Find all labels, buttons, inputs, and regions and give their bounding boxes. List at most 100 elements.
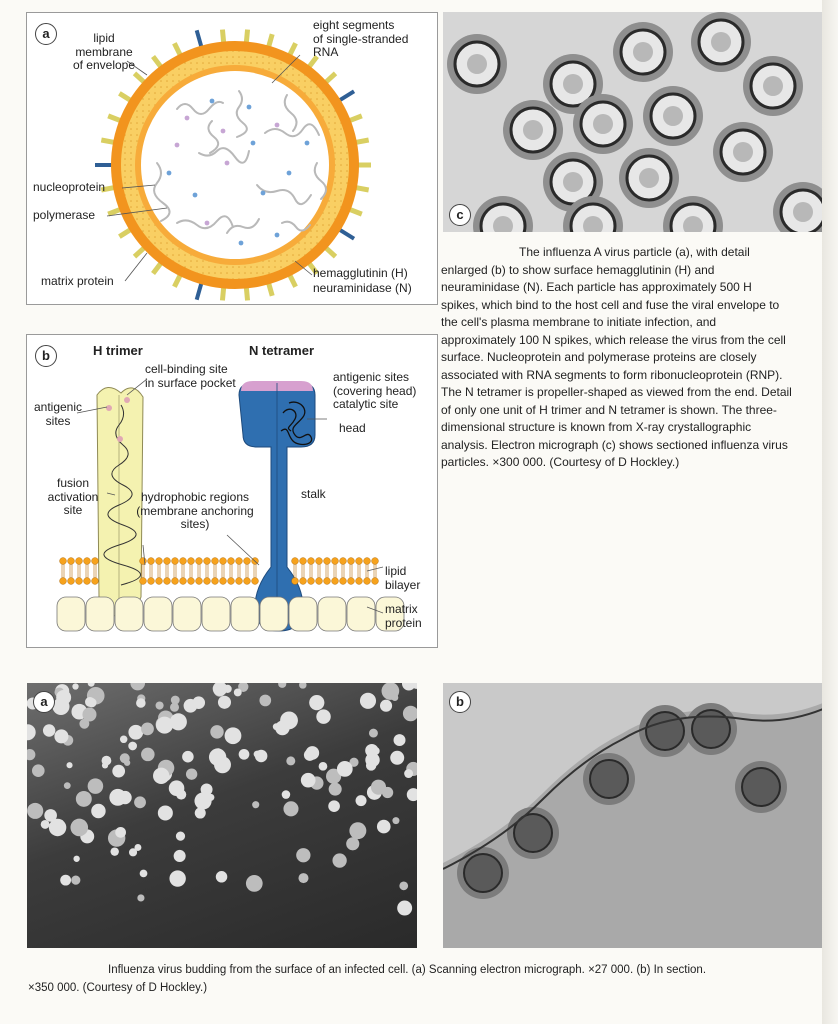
panel-c-badge: c <box>449 204 471 226</box>
lipid-head <box>339 557 347 565</box>
label-hydrophobic-regions: hydrophobic regions (membrane anchoring … <box>136 490 254 531</box>
lipid-head <box>67 557 75 565</box>
hemagglutinin-spike <box>151 54 164 70</box>
virion-core <box>645 711 685 751</box>
hemagglutinin-spike <box>354 184 370 193</box>
lipid-head <box>243 577 251 585</box>
caption-top-line: the cell's plasma membrane to initiate i… <box>441 315 717 329</box>
lipid-head <box>163 577 171 585</box>
caption-bottom-line: ×350 000. (Courtesy of D Hockley.) <box>28 981 208 994</box>
budding-virion <box>87 778 104 794</box>
neuraminidase-spike <box>337 89 356 103</box>
neuraminidase-spike <box>194 29 204 49</box>
caption-top-line: associated with RNA segments to form rib… <box>441 367 783 382</box>
caption-top-line: The influenza A virus particle (a), with… <box>519 245 750 259</box>
budding-virion <box>328 800 340 812</box>
label-head: head <box>339 421 366 435</box>
hemagglutinin-spike <box>323 71 338 85</box>
caption-top-line: The N tetramer is propeller-shaped as vi… <box>441 385 792 399</box>
nucleoprotein-dot <box>174 142 180 148</box>
lipid-head <box>83 557 91 565</box>
budding-virion <box>137 894 145 902</box>
budding-virion <box>134 796 146 809</box>
budding-virion <box>210 725 224 739</box>
budding-virion <box>128 848 138 857</box>
budding-virion <box>128 741 138 751</box>
label-matrix-protein-b: matrix protein <box>385 602 422 630</box>
virus-particle-center <box>733 142 753 162</box>
lipid-head <box>291 577 299 585</box>
label-neuraminidase: neuraminidase (N) <box>313 281 412 295</box>
panel-b-spike-diagram: b H trimer N tetramer cell-binding site … <box>26 334 438 648</box>
lipid-head <box>347 557 355 565</box>
hemagglutinin-spike <box>243 29 251 44</box>
budding-virion <box>40 819 50 829</box>
hemagglutinin-spike <box>151 260 164 276</box>
lipid-head <box>355 577 363 585</box>
budding-virion <box>110 847 119 856</box>
budding-virion <box>368 728 378 738</box>
label-fusion-activation-site: fusion activation site <box>47 476 99 517</box>
budding-virion <box>157 805 173 821</box>
lipid-head <box>83 577 91 585</box>
hemagglutinin-spike <box>107 113 123 124</box>
budding-virion <box>349 757 359 767</box>
label-lipid-bilayer: lipid bilayer <box>385 564 421 592</box>
budding-virion <box>217 695 232 709</box>
lipid-head <box>155 577 163 585</box>
matrix-protein-unit <box>143 596 173 632</box>
label-polymerase: polymerase <box>33 208 96 222</box>
budding-virion <box>82 707 97 722</box>
nucleoprotein-dot <box>220 128 226 134</box>
budding-virion <box>298 873 309 884</box>
budding-virion <box>155 701 164 710</box>
budding-virion <box>404 769 414 778</box>
lipid-head <box>299 557 307 565</box>
hemagglutinin-spike <box>347 206 363 217</box>
budding-virion <box>224 727 242 745</box>
virus-particle-center <box>563 172 583 192</box>
budding-virion <box>303 749 316 761</box>
lipid-head <box>355 557 363 565</box>
lipid-head <box>227 557 235 565</box>
hemagglutinin-spike <box>347 113 363 124</box>
bottom-panel-a-badge: a <box>33 691 55 713</box>
label-lipid-membrane: lipid membrane of envelope <box>72 31 136 72</box>
hemagglutinin-spike <box>265 281 275 297</box>
caption-top-line: particles. ×300 000. (Courtesy of D Hock… <box>441 455 680 469</box>
hemagglutinin-spike <box>172 273 183 288</box>
hemagglutinin-spike <box>306 260 319 276</box>
virus-particle-center <box>593 114 613 134</box>
lipid-head <box>371 577 379 585</box>
virus-particle-center <box>683 216 703 232</box>
nucleoprotein-dot <box>246 104 252 110</box>
matrix-protein-unit <box>317 596 347 632</box>
caption-top-line: dimensional structure is known from X-ra… <box>441 420 752 434</box>
label-antigenic-sites-h: antigenic sites <box>33 400 83 428</box>
budding-virion <box>118 790 132 805</box>
budding-virion <box>259 694 272 707</box>
lipid-head <box>171 577 179 585</box>
lipid-head <box>91 557 99 565</box>
budding-virion <box>401 683 416 691</box>
hemagglutinin-spike <box>287 273 298 288</box>
label-antigenic-sites-n: antigenic sites (covering head) catalyti… <box>333 370 417 411</box>
budding-virion <box>128 724 144 740</box>
budding-virion <box>359 692 377 709</box>
budding-virion <box>402 705 417 722</box>
nucleoprotein-dot <box>238 240 244 246</box>
lipid-head <box>75 557 83 565</box>
hemagglutinin-spike <box>100 184 116 193</box>
hemagglutinin-spike <box>132 71 147 85</box>
budding-virion <box>379 699 393 712</box>
matrix-protein-unit <box>114 596 144 632</box>
budding-virion <box>355 795 367 807</box>
caption-top-line: surface. Nucleoprotein and polymerase pr… <box>441 350 757 364</box>
nucleoprotein-dot <box>304 140 310 146</box>
budding-virion <box>207 793 215 801</box>
lipid-head <box>75 577 83 585</box>
budding-virion <box>70 818 89 837</box>
virus-particle-center <box>711 32 731 52</box>
caption-top-line: spikes, which bind to the host cell and … <box>441 297 780 312</box>
lipid-head <box>315 577 323 585</box>
